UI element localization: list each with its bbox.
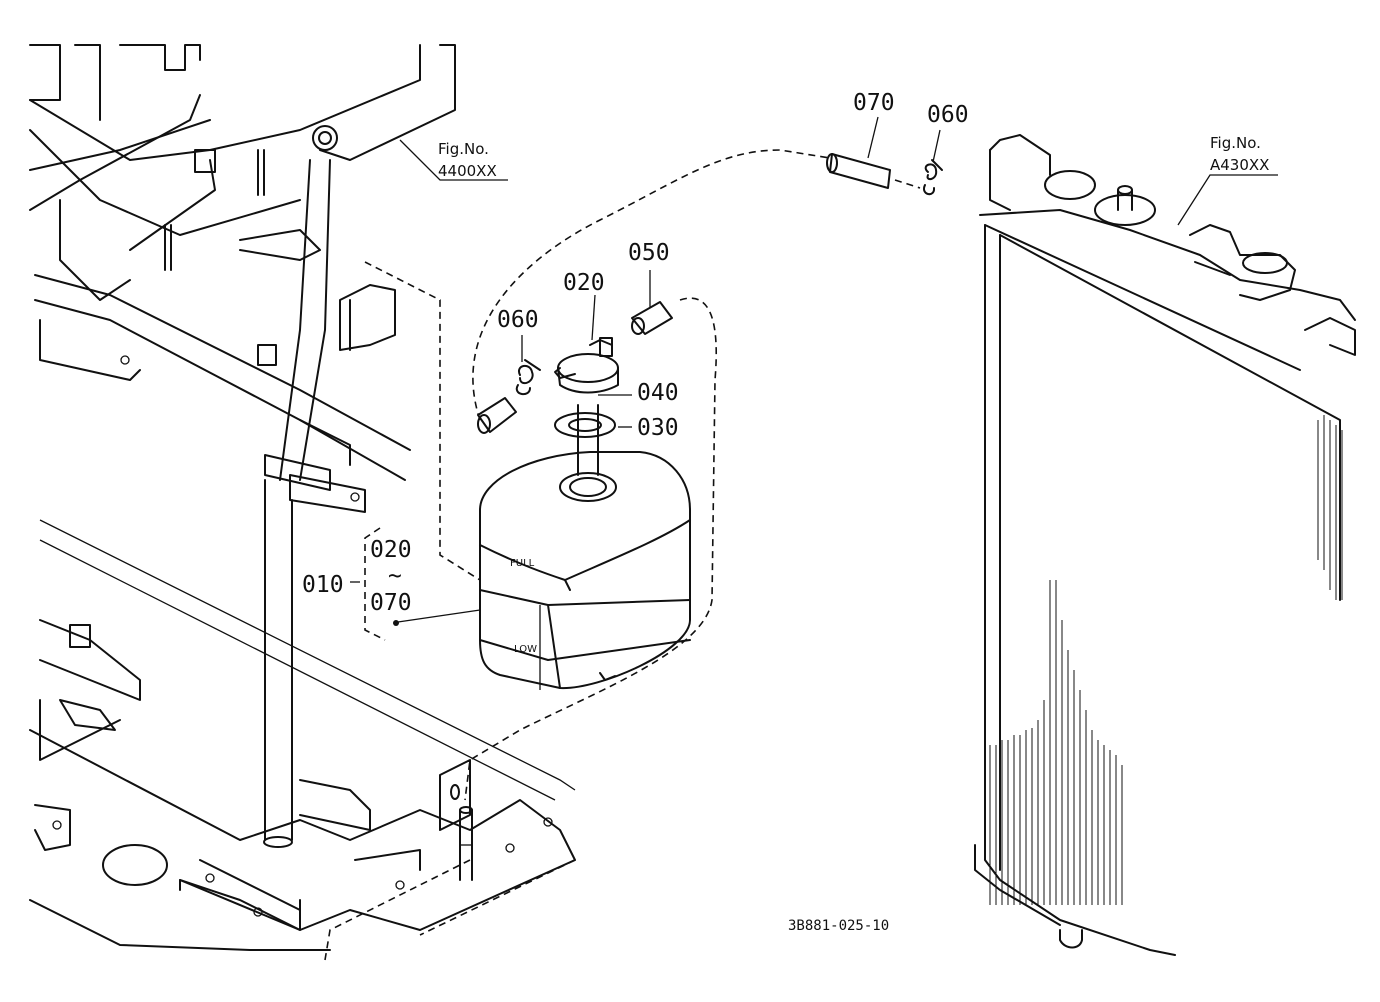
tank-low-mark: LOW <box>514 644 537 655</box>
label-050: 050 <box>628 240 670 266</box>
label-070-range: 070 <box>370 590 412 616</box>
tank-cap-assembly <box>554 337 619 476</box>
reserve-tank: FULL LOW <box>479 451 691 690</box>
label-060-left: 060 <box>497 307 539 333</box>
label-010: 010 <box>302 572 344 598</box>
gasket <box>554 412 616 438</box>
label-030: 030 <box>637 415 679 441</box>
fig-ref-leader-left <box>399 139 508 181</box>
hose-clip-right <box>923 159 943 196</box>
hose-clip-left <box>515 359 541 396</box>
fig-ref-right-title: Fig.No. <box>1210 134 1261 152</box>
callout-leaders <box>350 116 941 641</box>
hose-routing <box>324 149 921 961</box>
label-070-top: 070 <box>853 90 895 116</box>
hose-070-top <box>826 153 891 189</box>
fig-ref-left-title: Fig.No. <box>438 140 489 158</box>
tank-full-mark: FULL <box>510 558 535 569</box>
fig-ref-leader-right <box>1177 174 1278 226</box>
fig-ref-left-number: 4400XX <box>438 162 497 180</box>
drawing-code: 3B881-025-10 <box>788 918 889 934</box>
label-060-right: 060 <box>927 102 969 128</box>
fig-ref-right-number: A430XX <box>1210 156 1269 174</box>
radiator <box>974 134 1356 956</box>
range-separator: ~ <box>388 563 402 589</box>
left-frame-structure <box>29 44 576 951</box>
floor-pipe <box>439 759 473 881</box>
label-040: 040 <box>637 380 679 406</box>
label-020-range: 020 <box>370 537 412 563</box>
radiator-core-fins <box>989 415 1343 905</box>
hose-050 <box>631 301 673 335</box>
hose-070-left <box>477 397 517 434</box>
label-020: 020 <box>563 270 605 296</box>
